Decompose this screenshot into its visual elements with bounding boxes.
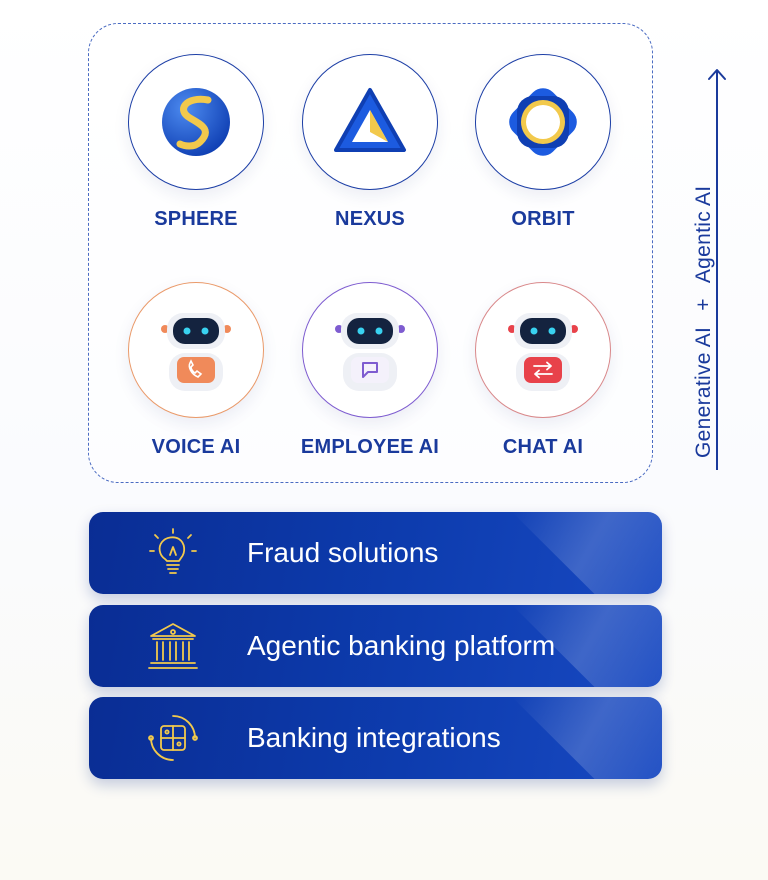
band-label: Agentic banking platform (247, 630, 556, 661)
assistant-label: VOICE AI (151, 436, 241, 458)
axis-label-generative: Generative AI (692, 326, 715, 458)
band-agentic-banking-platform[interactable]: Agentic banking platform (89, 605, 662, 687)
products-frame: SPHERE NEXUS ORBIT (88, 23, 653, 483)
assistant-ring (128, 282, 264, 418)
band-fraud-solutions[interactable]: Fraud solutions (89, 512, 662, 594)
lightbulb-icon (149, 528, 197, 574)
product-label: ORBIT (511, 208, 575, 230)
orbit-logo-icon (509, 88, 577, 156)
assistant-label: EMPLOYEE AI (300, 436, 440, 458)
product-ring (475, 54, 611, 190)
axis-label: Generative AI + Agentic AI (692, 128, 722, 458)
band-banking-integrations[interactable]: Banking integrations (89, 697, 662, 779)
bank-building-icon (148, 623, 198, 669)
band-label: Banking integrations (247, 722, 501, 753)
product-label: NEXUS (335, 208, 405, 230)
product-tile-nexus[interactable]: NEXUS (300, 54, 440, 231)
assistant-tile-chat[interactable]: CHAT AI (473, 282, 613, 459)
band-label: Fraud solutions (247, 537, 439, 568)
robot-phone-icon (161, 313, 231, 391)
assistant-ring (475, 282, 611, 418)
product-label: SPHERE (154, 208, 238, 230)
robot-transfer-icon (508, 313, 578, 391)
product-ring (302, 54, 438, 190)
product-ring (128, 54, 264, 190)
product-tile-sphere[interactable]: SPHERE (126, 54, 266, 231)
axis-arrow-icon (708, 69, 726, 470)
nexus-logo-icon (334, 88, 406, 152)
integration-circuit-icon (148, 715, 198, 761)
assistant-label: CHAT AI (502, 436, 584, 458)
assistant-ring (302, 282, 438, 418)
axis-label-agentic: Agentic AI (692, 185, 715, 284)
sphere-logo-icon (162, 88, 230, 156)
assistant-tile-voice[interactable]: VOICE AI (126, 282, 266, 459)
axis-plus: + (692, 298, 715, 311)
robot-chat-icon (335, 313, 405, 391)
product-tile-orbit[interactable]: ORBIT (473, 54, 613, 231)
assistant-tile-employee[interactable]: EMPLOYEE AI (300, 282, 440, 459)
